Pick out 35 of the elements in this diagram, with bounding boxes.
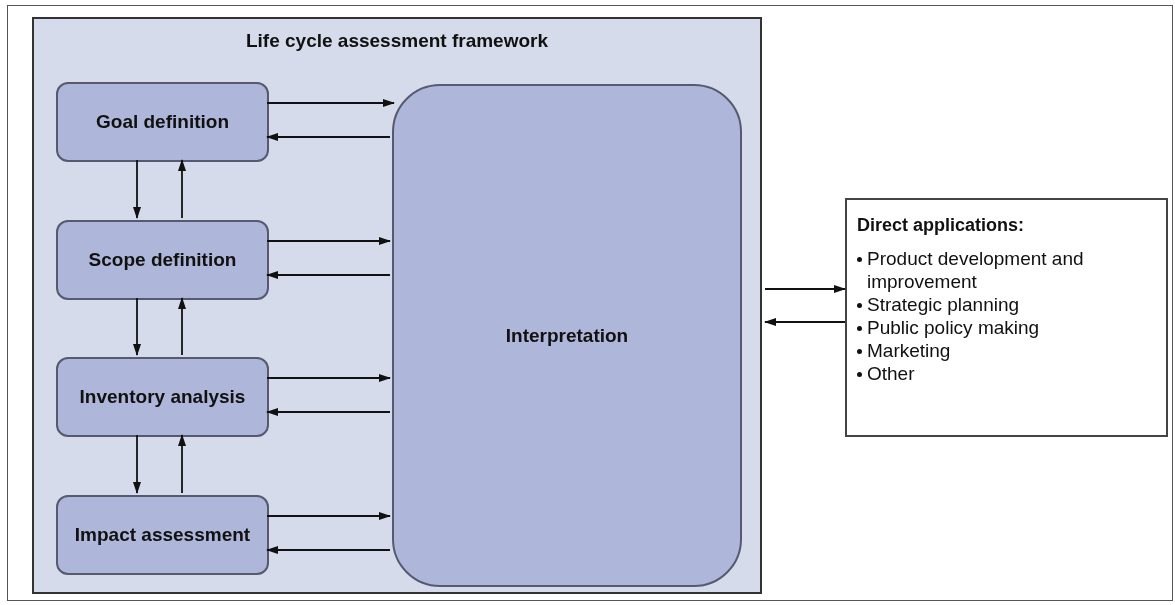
arrow [266,512,391,520]
list-item: Marketing [867,339,952,362]
framework-panel [32,17,762,594]
list-item: Other [867,362,916,385]
list-item: Strategic planning [867,293,1021,316]
stage-box [56,357,269,437]
arrow [266,546,391,554]
arrow [266,271,391,279]
arrow [266,133,391,141]
arrow [266,237,391,245]
box-heading: Direct applications: [857,214,1026,237]
list-item: Product development and improvement [867,247,1085,293]
box-label: Inventory analysis [78,385,247,409]
arrow [133,434,141,494]
stage-box [56,82,269,162]
arrow [764,318,846,326]
stage-box [56,220,269,300]
stage-box [56,495,269,575]
arrow [266,374,391,382]
applications-box [845,198,1168,437]
arrow [266,408,391,416]
box-label: Scope definition [87,248,238,272]
arrow [178,434,186,494]
panel-title: Life cycle assessment framework [244,29,550,53]
box-label: Goal definition [95,110,230,134]
arrow [266,99,395,107]
arrow [133,159,141,219]
arrow [178,297,186,356]
list-item: Public policy making [867,316,1041,339]
box-label: Interpretation [504,323,630,348]
interpretation-box [392,84,742,587]
arrow [178,159,186,219]
box-label: Impact assessment [73,523,252,547]
arrow [133,297,141,356]
arrow [764,285,846,293]
